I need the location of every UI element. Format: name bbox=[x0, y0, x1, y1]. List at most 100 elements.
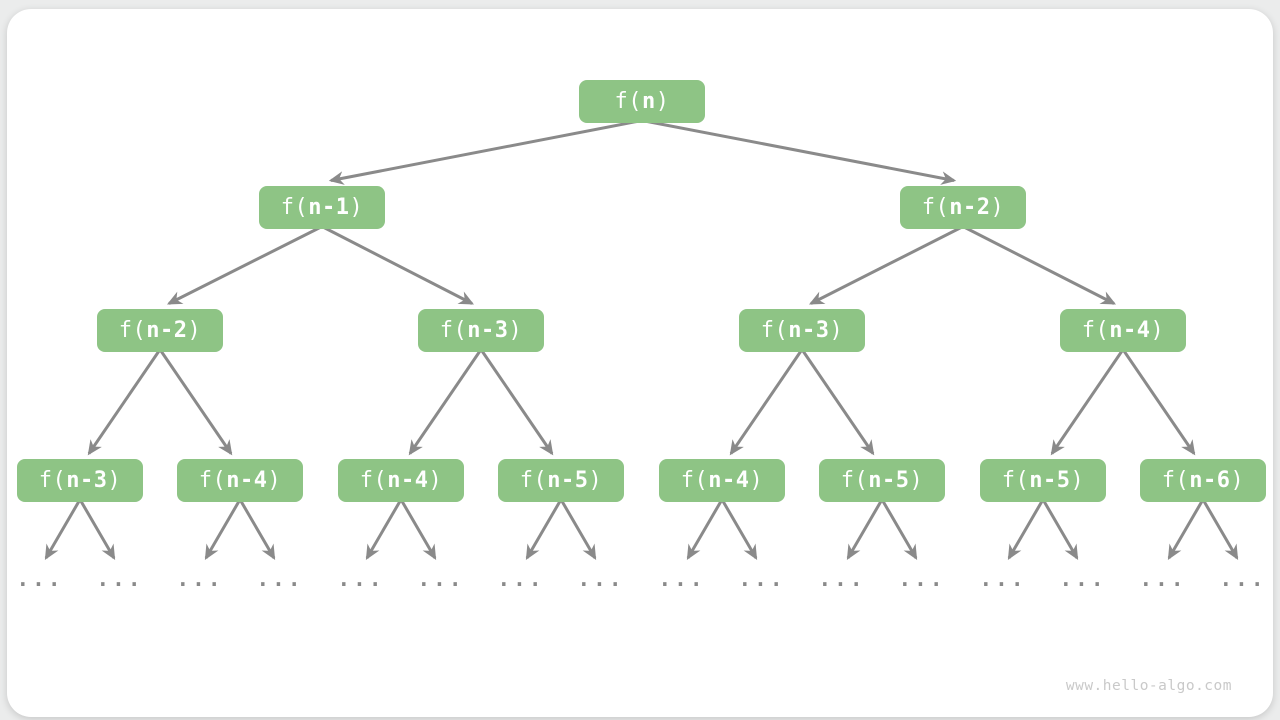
node-label-pre: f( bbox=[519, 467, 548, 493]
edge-arrow bbox=[1007, 498, 1045, 560]
edge-arrow bbox=[365, 498, 403, 560]
node-label-post: ) bbox=[588, 467, 603, 493]
node-label-post: ) bbox=[107, 467, 122, 493]
node-label-arg: n-2 bbox=[949, 194, 991, 220]
edge-arrow bbox=[321, 225, 475, 305]
node-label-post: ) bbox=[655, 88, 670, 114]
edge-arrow bbox=[686, 498, 724, 560]
node-label-arg: n-4 bbox=[226, 467, 268, 493]
edge-arrow bbox=[1041, 498, 1079, 560]
edge-arrow bbox=[525, 498, 563, 560]
node-label-pre: f( bbox=[359, 467, 388, 493]
edge-arrow bbox=[1121, 348, 1196, 456]
node-label-arg: n-4 bbox=[708, 467, 750, 493]
ellipsis-leaf: ... bbox=[577, 567, 625, 591]
node-label-arg: n-5 bbox=[868, 467, 910, 493]
node-label-pre: f( bbox=[840, 467, 869, 493]
node-label-arg: n-2 bbox=[146, 317, 188, 343]
node-label-post: ) bbox=[1070, 467, 1085, 493]
node-label-pre: f( bbox=[118, 317, 147, 343]
tree-node: f(n-2) bbox=[97, 308, 223, 352]
node-label-post: ) bbox=[1150, 317, 1165, 343]
node-label-pre: f( bbox=[280, 194, 309, 220]
tree-node: f(n-2) bbox=[900, 185, 1026, 229]
edge-arrow bbox=[87, 348, 162, 456]
node-label-pre: f( bbox=[760, 317, 789, 343]
edge-arrow bbox=[408, 348, 483, 456]
edge-arrow bbox=[1167, 498, 1205, 560]
node-label-arg: n-3 bbox=[467, 317, 509, 343]
ellipsis-leaf: ... bbox=[1059, 567, 1107, 591]
node-label-pre: f( bbox=[614, 88, 642, 114]
node-label-pre: f( bbox=[680, 467, 709, 493]
edge-arrow bbox=[729, 348, 804, 456]
node-label-arg: n-5 bbox=[1029, 467, 1071, 493]
node-label-arg: n-4 bbox=[387, 467, 429, 493]
tree-node: f(n) bbox=[579, 79, 705, 123]
node-label-arg: n bbox=[642, 88, 656, 114]
node-label-pre: f( bbox=[38, 467, 67, 493]
edge-arrow bbox=[641, 119, 957, 185]
tree-node: f(n-1) bbox=[259, 185, 385, 229]
node-label-post: ) bbox=[349, 194, 364, 220]
ellipsis-leaf: ... bbox=[337, 567, 385, 591]
node-label-pre: f( bbox=[1001, 467, 1030, 493]
ellipsis-leaf: ... bbox=[417, 567, 465, 591]
ellipsis-leaf: ... bbox=[176, 567, 224, 591]
node-label-arg: n-6 bbox=[1189, 467, 1231, 493]
ellipsis-leaf: ... bbox=[1219, 567, 1267, 591]
edge-arrow bbox=[166, 225, 323, 305]
ellipsis-leaf: ... bbox=[898, 567, 946, 591]
tree-node: f(n-5) bbox=[498, 458, 624, 502]
edge-arrow bbox=[44, 498, 82, 560]
tree-node: f(n-5) bbox=[980, 458, 1106, 502]
edge-arrow bbox=[78, 498, 116, 560]
node-label-arg: n-4 bbox=[1109, 317, 1151, 343]
edge-arrow bbox=[720, 498, 758, 560]
edge-arrow bbox=[479, 348, 554, 456]
edge-arrow bbox=[328, 119, 643, 185]
node-label-post: ) bbox=[1230, 467, 1245, 493]
ellipsis-leaf: ... bbox=[497, 567, 545, 591]
node-label-arg: n-5 bbox=[547, 467, 589, 493]
tree-node: f(n-6) bbox=[1140, 458, 1266, 502]
ellipsis-leaf: ... bbox=[818, 567, 866, 591]
tree-node: f(n-5) bbox=[819, 458, 945, 502]
node-label-post: ) bbox=[749, 467, 764, 493]
watermark: www.hello-algo.com bbox=[1065, 678, 1232, 694]
node-label-post: ) bbox=[990, 194, 1005, 220]
ellipsis-leaf: ... bbox=[256, 567, 304, 591]
edge-arrow bbox=[800, 348, 875, 456]
node-label-arg: n-3 bbox=[66, 467, 108, 493]
tree-node: f(n-3) bbox=[418, 308, 544, 352]
edge-arrow bbox=[1201, 498, 1239, 560]
edge-arrow bbox=[1050, 348, 1125, 456]
tree-node: f(n-4) bbox=[659, 458, 785, 502]
edge-arrow bbox=[880, 498, 918, 560]
edge-arrow bbox=[399, 498, 437, 560]
ellipsis-leaf: ... bbox=[16, 567, 64, 591]
ellipsis-leaf: ... bbox=[1139, 567, 1187, 591]
node-label-post: ) bbox=[187, 317, 202, 343]
node-label-arg: n-3 bbox=[788, 317, 830, 343]
node-label-post: ) bbox=[267, 467, 282, 493]
node-label-pre: f( bbox=[1081, 317, 1110, 343]
node-label-pre: f( bbox=[1161, 467, 1190, 493]
edge-arrow bbox=[962, 225, 1117, 305]
edge-arrow bbox=[559, 498, 597, 560]
edge-arrow bbox=[238, 498, 276, 560]
node-label-post: ) bbox=[829, 317, 844, 343]
node-label-arg: n-1 bbox=[308, 194, 350, 220]
tree-node: f(n-4) bbox=[338, 458, 464, 502]
node-label-pre: f( bbox=[921, 194, 950, 220]
node-label-post: ) bbox=[508, 317, 523, 343]
ellipsis-leaf: ... bbox=[96, 567, 144, 591]
tree-node: f(n-3) bbox=[739, 308, 865, 352]
ellipsis-leaf: ... bbox=[979, 567, 1027, 591]
node-label-pre: f( bbox=[439, 317, 468, 343]
ellipsis-leaf: ... bbox=[658, 567, 706, 591]
tree-node: f(n-4) bbox=[177, 458, 303, 502]
ellipsis-leaf: ... bbox=[738, 567, 786, 591]
